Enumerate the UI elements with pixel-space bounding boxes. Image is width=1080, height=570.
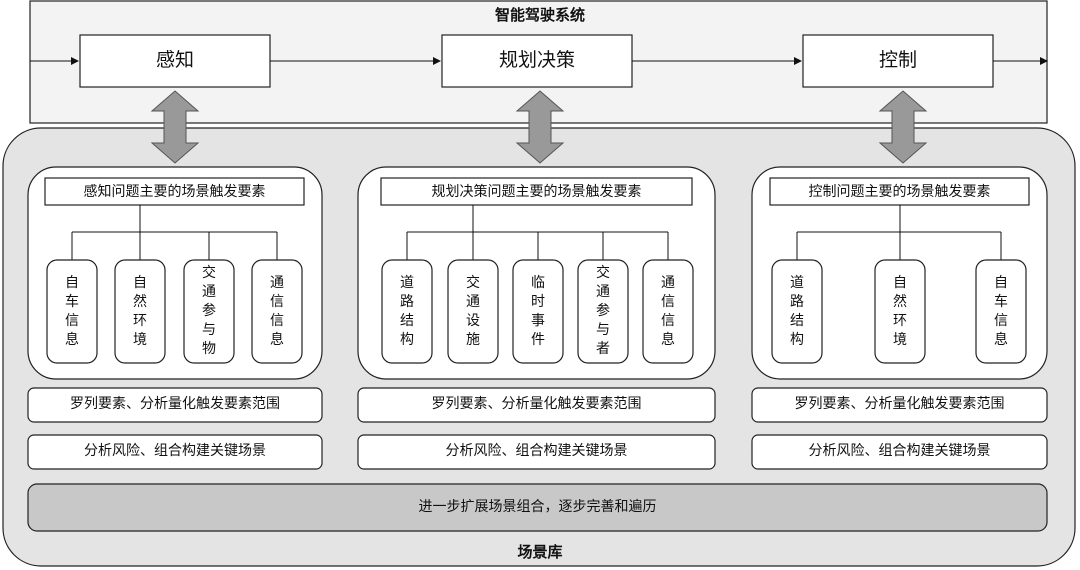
factor-label: 交通设施	[466, 274, 480, 348]
perception-step2-box	[27, 434, 323, 470]
factor-box	[577, 259, 629, 364]
factor-label: 自车信息	[65, 274, 79, 348]
factor-box	[975, 259, 1027, 364]
control-step2-box	[751, 434, 1048, 470]
system-title: 智能驾驶系统	[494, 6, 585, 24]
factor-box	[642, 259, 694, 364]
planning-step2-label: 分析风险、组合构建关键场景	[445, 443, 628, 459]
perception-panel	[27, 166, 323, 380]
factor-label: 自然环境	[133, 274, 147, 348]
factor-label: 自然环境	[893, 274, 907, 348]
planning-panel-header-box	[380, 177, 693, 206]
control-panel-header-box	[769, 177, 1030, 206]
control-panel-header: 控制问题主要的场景触发要素	[808, 184, 991, 200]
control-module-label: 控制	[878, 49, 917, 71]
factor-box	[251, 259, 303, 364]
factor-label: 通信信息	[661, 274, 675, 348]
perception-step1-label: 罗列要素、分析量化触发要素范围	[70, 396, 280, 412]
perception-panel-header: 感知问题主要的场景触发要素	[83, 184, 266, 200]
perception-tree-lines	[71, 205, 278, 260]
perception-box	[79, 34, 271, 88]
planning-step2-box	[357, 434, 716, 470]
planning-bidirectional-arrow	[515, 90, 565, 164]
perception-panel-header-box	[44, 177, 305, 206]
factor-label: 自车信息	[994, 274, 1008, 348]
factor-label: 交通参与者	[596, 265, 610, 357]
control-step1-label: 罗列要素、分析量化触发要素范围	[794, 396, 1005, 412]
control-bidirectional-arrow	[878, 90, 928, 164]
factor-box	[114, 259, 166, 364]
factor-box	[771, 259, 823, 364]
planning-step1-label: 罗列要素、分析量化触发要素范围	[431, 396, 642, 412]
planning-panel-header: 规划决策问题主要的场景触发要素	[431, 184, 642, 200]
control-step1-box	[751, 387, 1048, 423]
factor-box	[874, 259, 926, 364]
factor-box	[512, 259, 564, 364]
factor-box	[381, 259, 433, 364]
bottom-bar-label: 进一步扩展场景组合，逐步完善和遍历	[418, 499, 657, 515]
perception-bidirectional-arrow	[150, 90, 200, 164]
planning-step1-box	[357, 387, 716, 423]
planning-tree-lines	[406, 205, 669, 260]
factor-label: 道路结构	[400, 274, 414, 348]
planning-box	[441, 34, 633, 88]
control-box	[802, 34, 994, 88]
control-tree-lines	[796, 205, 1002, 260]
factor-label: 交通参与物	[202, 265, 216, 357]
perception-module-label: 感知	[155, 49, 194, 71]
factor-box	[46, 259, 98, 364]
bottom-bar-box	[27, 483, 1048, 532]
factor-label: 临时事件	[531, 274, 545, 348]
planning-module-label: 规划决策	[498, 49, 575, 71]
factor-label: 通信信息	[270, 274, 284, 348]
scene-library-title: 场景库	[517, 543, 563, 561]
factor-box	[447, 259, 499, 364]
factor-label: 道路结构	[790, 274, 804, 348]
perception-step1-box	[27, 387, 323, 423]
factor-box	[183, 259, 235, 364]
control-step2-label: 分析风险、组合构建关键场景	[808, 443, 991, 459]
perception-step2-label: 分析风险、组合构建关键场景	[84, 443, 266, 459]
